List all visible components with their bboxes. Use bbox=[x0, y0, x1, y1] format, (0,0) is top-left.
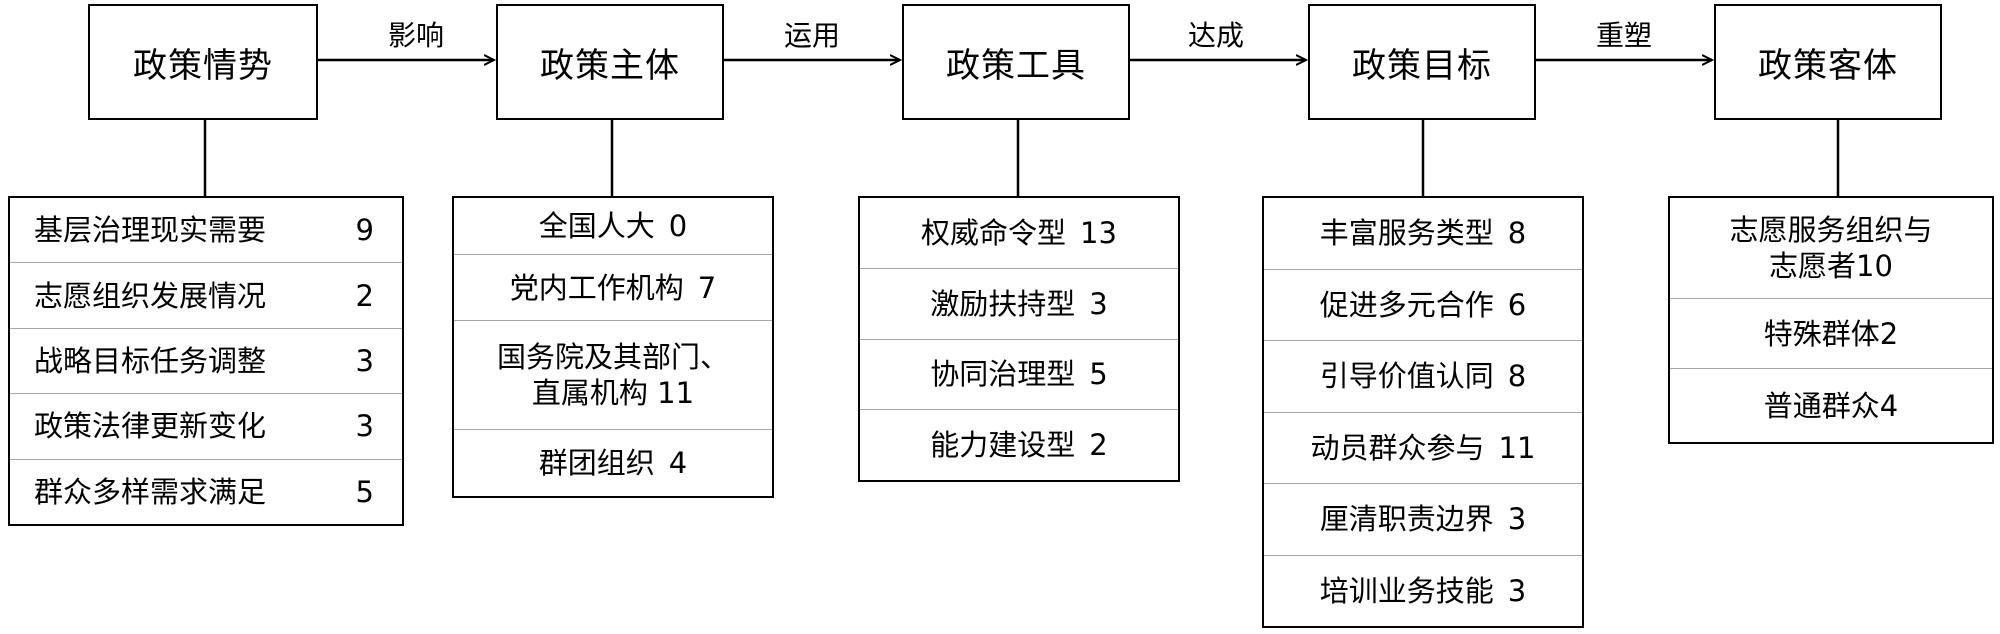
item-label: 激励扶持型 bbox=[930, 286, 1076, 321]
item-label: 志愿组织发展情况 bbox=[34, 278, 267, 313]
list-item: 促进多元合作 6 bbox=[1264, 270, 1582, 341]
list-item: 群众多样需求满足 5 bbox=[10, 460, 402, 524]
list-item: 基层治理现实需要 9 bbox=[10, 198, 402, 264]
item-count: 3 bbox=[1507, 573, 1527, 608]
item-label: 协同治理型 bbox=[930, 357, 1076, 392]
list-item: 政策法律更新变化 3 bbox=[10, 394, 402, 460]
list-item: 协同治理型 5 bbox=[860, 340, 1178, 411]
item-count: 13 bbox=[1080, 215, 1117, 250]
list-policy-tool: 权威命令型 13 激励扶持型 3 协同治理型 5 能力建设型 2 bbox=[858, 196, 1180, 482]
node-policy-goal: 政策目标 bbox=[1308, 4, 1536, 120]
item-count: 11 bbox=[1498, 430, 1536, 465]
list-item: 引导价值认同 8 bbox=[1264, 341, 1582, 413]
list-item: 厘清职责边界 3 bbox=[1264, 484, 1582, 556]
item-label: 权威命令型 bbox=[921, 215, 1067, 250]
list-policy-object: 志愿服务组织与 志愿者10 特殊群体2 普通群众4 bbox=[1668, 196, 1994, 444]
list-item: 动员群众参与 11 bbox=[1264, 413, 1582, 484]
item-count: 7 bbox=[697, 270, 717, 305]
list-item: 志愿服务组织与 志愿者10 bbox=[1670, 198, 1992, 300]
list-item: 能力建设型 2 bbox=[860, 410, 1178, 480]
list-item: 丰富服务类型 8 bbox=[1264, 198, 1582, 270]
arrow-label-influence: 影响 bbox=[387, 19, 444, 52]
list-item: 特殊群体2 bbox=[1670, 299, 1992, 370]
list-policy-goal: 丰富服务类型 8 促进多元合作 6 引导价值认同 8 动员群众参与 11 厘清职责边界 3… bbox=[1262, 196, 1584, 628]
item-count: 8 bbox=[1507, 359, 1527, 394]
item-count: 8 bbox=[1507, 216, 1527, 251]
item-label: 普通群众4 bbox=[1763, 388, 1899, 423]
item-label: 基层治理现实需要 bbox=[34, 213, 267, 248]
node-policy-tool: 政策工具 bbox=[902, 4, 1130, 120]
arrow-label-reshape: 重塑 bbox=[1595, 19, 1652, 52]
node-policy-situation: 政策情势 bbox=[88, 4, 318, 120]
item-label: 志愿服务组织与 志愿者10 bbox=[1729, 213, 1933, 284]
item-count: 6 bbox=[1507, 287, 1527, 322]
item-label: 引导价值认同 bbox=[1319, 359, 1494, 394]
item-count: 9 bbox=[355, 213, 374, 248]
list-policy-subject: 全国人大 0 党内工作机构 7 国务院及其部门、 直属机构 11 群团组织 4 bbox=[452, 196, 774, 498]
item-count: 4 bbox=[668, 446, 688, 481]
item-count: 2 bbox=[1089, 428, 1108, 463]
item-label: 国务院及其部门、 直属机构 11 bbox=[496, 340, 729, 411]
item-label: 丰富服务类型 bbox=[1319, 216, 1494, 251]
item-count: 5 bbox=[355, 474, 374, 509]
list-item: 激励扶持型 3 bbox=[860, 269, 1178, 340]
item-label: 厘清职责边界 bbox=[1319, 502, 1494, 537]
item-count: 5 bbox=[1089, 357, 1108, 392]
list-item: 战略目标任务调整 3 bbox=[10, 329, 402, 395]
list-item: 国务院及其部门、 直属机构 11 bbox=[454, 321, 772, 431]
item-label: 全国人大 bbox=[538, 208, 655, 243]
item-label: 动员群众参与 bbox=[1310, 430, 1485, 465]
item-label: 群众多样需求满足 bbox=[34, 474, 267, 509]
arrow-label-achieve: 达成 bbox=[1187, 19, 1244, 52]
item-label: 战略目标任务调整 bbox=[34, 344, 267, 379]
list-item: 全国人大 0 bbox=[454, 198, 772, 255]
item-label: 特殊群体2 bbox=[1763, 316, 1899, 351]
node-policy-object: 政策客体 bbox=[1714, 4, 1942, 120]
item-count: 3 bbox=[355, 344, 374, 379]
item-label: 党内工作机构 bbox=[509, 270, 684, 305]
item-label: 能力建设型 bbox=[930, 428, 1076, 463]
node-policy-subject: 政策主体 bbox=[496, 4, 724, 120]
item-count: 0 bbox=[668, 208, 688, 243]
item-label: 政策法律更新变化 bbox=[34, 409, 267, 444]
item-count: 3 bbox=[1089, 286, 1108, 321]
list-item: 群团组织 4 bbox=[454, 430, 772, 496]
item-label: 培训业务技能 bbox=[1319, 573, 1494, 608]
item-count: 3 bbox=[355, 409, 374, 444]
arrow-label-use: 运用 bbox=[783, 19, 840, 52]
item-count: 2 bbox=[355, 278, 374, 313]
list-item: 权威命令型 13 bbox=[860, 198, 1178, 269]
list-item: 普通群众4 bbox=[1670, 369, 1992, 442]
list-item: 培训业务技能 3 bbox=[1264, 556, 1582, 627]
item-label: 群团组织 bbox=[538, 446, 655, 481]
list-item: 党内工作机构 7 bbox=[454, 255, 772, 322]
item-label: 促进多元合作 bbox=[1319, 287, 1494, 322]
item-count: 3 bbox=[1507, 502, 1527, 537]
list-item: 志愿组织发展情况 2 bbox=[10, 263, 402, 329]
